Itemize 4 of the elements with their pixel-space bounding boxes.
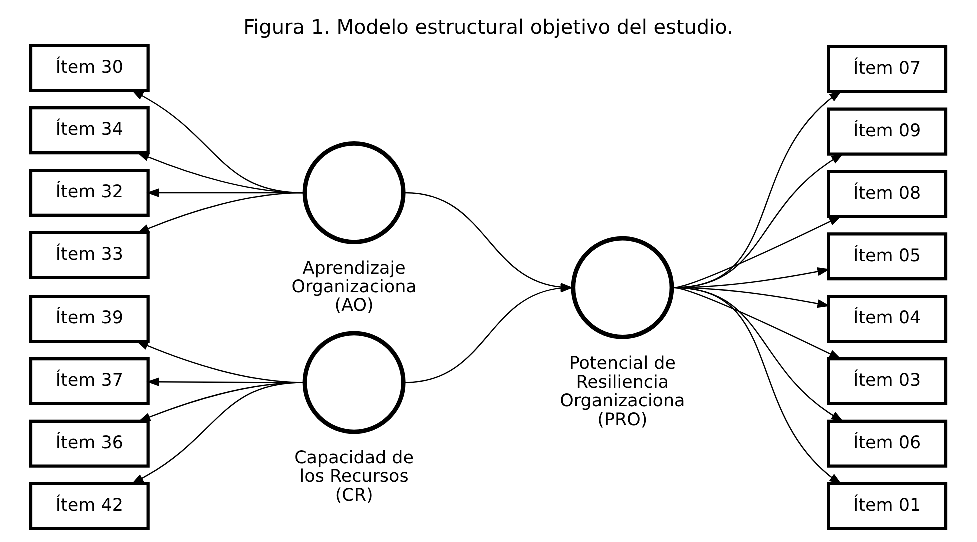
diagram-title: Figura 1. Modelo estructural objetivo del estudio. [244, 15, 734, 40]
node-label: Aprendizaje Organizaciona (AO) [292, 258, 417, 316]
node-label: Potencial de Resiliencia Organizaciona (PRO) [560, 354, 686, 430]
node-label: Capacidad de los Recursos (CR) [294, 448, 414, 506]
